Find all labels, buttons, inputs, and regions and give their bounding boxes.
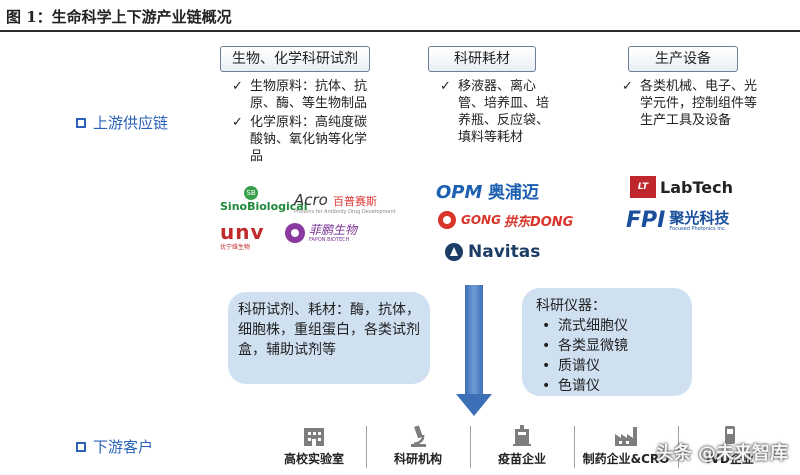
building-icon [304,428,324,446]
navitas-mark-icon [445,243,463,261]
list-item: 质谱仪 [536,356,678,376]
bubble-instruments: 科研仪器： 流式细胞仪 各类显微镜 质谱仪 色谱仪 [522,288,692,396]
watermark: 头条 @未来智库 [655,443,788,464]
customer-research-institute: 科研机构 [366,424,470,468]
list-item: 流式细胞仪 [536,316,678,336]
title-divider [0,30,800,32]
check-icon: ✓ [232,79,243,94]
check-icon: ✓ [440,79,451,94]
microscope-icon [411,425,426,447]
bubble-reagents-text: 科研试剂、耗材：酶，抗体，细胞株，重组蛋白，各类试剂盒，辅助试剂等 [238,302,420,358]
bullet-item: ✓移液器、离心管、培养皿、培养瓶、反应袋、填料等耗材 [440,79,550,145]
gongdong-emblem-icon [438,211,456,229]
logo-opm: OPM 奥浦迈 [436,182,539,203]
factory-icon [615,427,637,446]
list-item: 各类显微镜 [536,336,678,356]
consumables-bullets: ✓移液器、离心管、培养皿、培养瓶、反应袋、填料等耗材 [440,78,558,146]
upstream-label-text: 上游供应链 [93,114,169,132]
customer-vaccine-company: 疫苗企业 [470,424,574,468]
upstream-label: 上游供应链 [76,112,168,133]
customer-row: 高校实验室 科研机构 疫苗企业 制药企业&CRO IVD企业 [262,424,782,468]
logo-sino-biological: SB SinoBiological [220,186,307,213]
downstream-label: 下游客户 [76,436,153,457]
check-icon: ✓ [232,115,243,130]
ivd-icon [725,426,735,444]
bullet-item: ✓各类机械、电子、光学元件，控制组件等生产工具及设备 [622,79,758,128]
logo-acro: Acro 百普赛斯 Proteins for Antibody Drug Dev… [294,191,396,215]
square-bullet-icon [76,441,86,452]
logo-fapon: 菲鹏生物 FAPON BIOTECH [284,222,357,244]
category-equipment: 生产设备 [628,46,738,72]
figure-title: 图 1：生命科学上下游产业链概况 [6,8,232,26]
instrument-list: 流式细胞仪 各类显微镜 质谱仪 色谱仪 [536,316,678,396]
logo-fpi: FPI 聚光科技 Focused Photonics Inc. [626,208,730,233]
bubble-instruments-title: 科研仪器： [536,298,606,314]
flow-arrow-shaft [465,285,483,395]
category-consumables: 科研耗材 [428,46,536,72]
fapon-flower-icon [285,223,305,243]
downstream-label-text: 下游客户 [93,438,154,456]
bullet-item: ✓生物原料：抗体、抗原、酶、等生物制品 [232,79,368,111]
list-item: 色谱仪 [536,376,678,396]
logo-labtech: LT LabTech [630,176,733,198]
labtech-badge-icon: LT [630,176,656,198]
reagents-bullets: ✓生物原料：抗体、抗原、酶、等生物制品 ✓化学原料：高纯度碳酸钠、氧化钠等化学品 [232,78,372,165]
check-icon: ✓ [622,79,633,94]
logo-navitas: Navitas [444,242,540,262]
bubble-reagents: 科研试剂、耗材：酶，抗体，细胞株，重组蛋白，各类试剂盒，辅助试剂等 [228,292,430,384]
equipment-bullets: ✓各类机械、电子、光学元件，控制组件等生产工具及设备 [622,78,762,129]
customer-pharma-cro: 制药企业&CRO [574,424,678,468]
logo-unv: unv 优宁维生物 [220,220,265,251]
flow-arrow-head [456,394,492,416]
sino-badge-icon: SB [244,186,258,200]
bullet-item: ✓化学原料：高纯度碳酸钠、氧化钠等化学品 [232,115,368,164]
customer-ivd-company: IVD企业 [678,424,782,468]
category-reagents: 生物、化学科研试剂 [220,46,370,72]
vaccine-icon [513,425,531,446]
customer-university-lab: 高校实验室 [262,424,366,467]
square-bullet-icon [76,117,86,128]
